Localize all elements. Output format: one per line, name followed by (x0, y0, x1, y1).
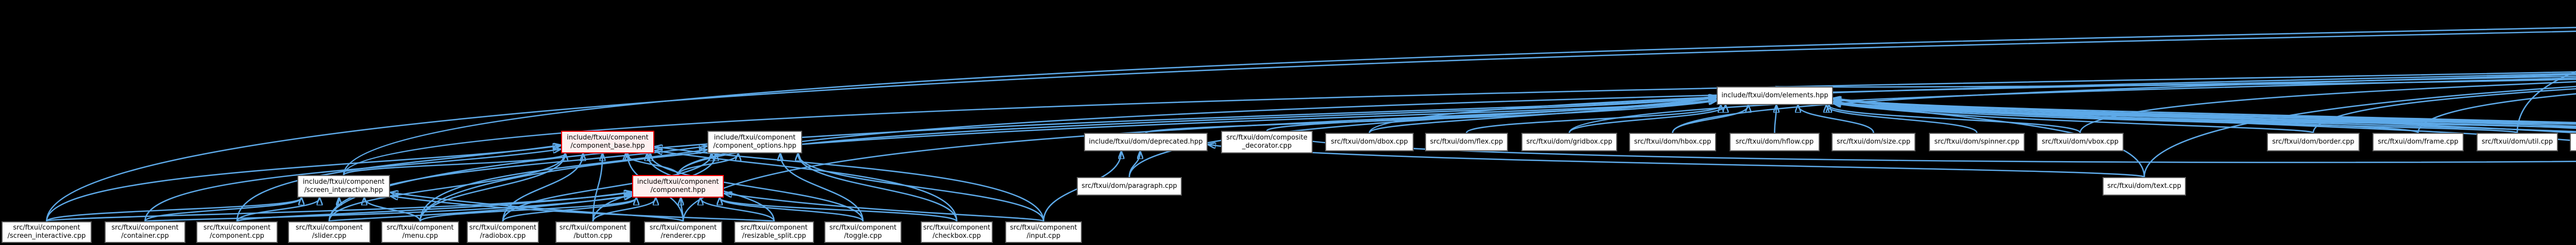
graph-node-radiobox-cpp[interactable]: src/ftxui/component /radiobox.cpp (467, 221, 539, 243)
graph-node-component-options-hpp[interactable]: include/ftxui/component /component_optio… (707, 131, 802, 153)
graph-node-flex-cpp[interactable]: src/ftxui/dom/flex.cpp (1425, 133, 1508, 151)
graph-edge-input-cpp-to-component-base-hpp (655, 147, 1044, 222)
graph-node-paragraph-cpp[interactable]: src/ftxui/dom/paragraph.cpp (1077, 177, 1182, 196)
graph-edge-slider-cpp-to-screen-interactive-hpp (328, 198, 339, 222)
graph-edge-comp-cpp-to-component-hpp (236, 192, 631, 222)
graph-edge-resizable-split-cpp-to-component-hpp (701, 198, 775, 222)
graph-node-renderer-cpp[interactable]: src/ftxui/component /renderer.cpp (644, 221, 722, 243)
graph-node-comp-cpp[interactable]: src/ftxui/component /component.cpp (196, 221, 278, 243)
graph-node-hbox-cpp[interactable]: src/ftxui/dom/hbox.cpp (1629, 133, 1716, 151)
graph-node-frame-cpp[interactable]: src/ftxui/dom/frame.cpp (2372, 133, 2464, 151)
graph-edge-spinner-cpp-to-elements-hpp (1826, 106, 1978, 133)
graph-edge-comp-cpp-to-component-base-hpp (236, 145, 560, 222)
graph-edge-checkbox-cpp-to-component-hpp (720, 198, 958, 222)
graph-edge-text-cpp-to-screen-hpp (2143, 85, 2576, 178)
graph-node-component-base-hpp[interactable]: include/ftxui/component /component_base.… (561, 131, 654, 153)
graph-edge-si-cpp-to-screen-interactive-hpp (46, 198, 302, 222)
graph-edge-button-cpp-to-component-base-hpp (592, 154, 602, 222)
graph-edge-slider-cpp-to-component-hpp (328, 196, 631, 222)
graph-edge-container-cpp-to-component-base-hpp (144, 149, 561, 222)
graph-node-container-cpp[interactable]: src/ftxui/component /container.cpp (105, 221, 185, 243)
graph-edge-input-cpp-to-component-options-hpp (798, 154, 1044, 222)
graph-edge-gridbox-cpp-to-screen-hpp (1568, 77, 2576, 133)
graph-node-size-cpp[interactable]: src/ftxui/dom/size.cpp (1832, 133, 1916, 151)
graph-edge-input-cpp-to-component-hpp (725, 194, 1044, 222)
graph-edge-screen-interactive-hpp-to-screen-hpp (343, 71, 2576, 176)
graph-node-gridbox-cpp[interactable]: src/ftxui/dom/gridbox.cpp (1521, 133, 1617, 151)
graph-node-dbox-cpp[interactable]: src/ftxui/dom/dbox.cpp (1325, 133, 1414, 151)
graph-edge-screen-interactive-hpp-to-component-base-hpp (343, 154, 565, 176)
graph-edge-toggle-cpp-to-component-hpp (720, 198, 864, 222)
graph-node-si-cpp[interactable]: src/ftxui/component /screen_interactive.… (2, 221, 92, 243)
graph-edge-paragraph-cpp-to-deprecated-hpp (1128, 152, 1140, 178)
graph-edge-radiobox-cpp-to-component-hpp (502, 198, 636, 222)
graph-edge-menu-cpp-to-elements-hpp (419, 100, 1716, 222)
graph-node-component-hpp[interactable]: include/ftxui/component /component.hpp (632, 175, 724, 198)
graph-edge-renderer-cpp-to-component-hpp (681, 198, 684, 222)
graph-edge-scroll-indicator-cpp-to-elements-hpp (1834, 102, 2576, 125)
graph-edge-component-hpp-to-component-options-hpp (677, 154, 738, 176)
graph-edge-slider-cpp-to-component-options-hpp (328, 146, 706, 222)
graph-edge-vbox-cpp-to-elements-hpp (1829, 106, 2081, 134)
graph-node-vbox-cpp[interactable]: src/ftxui/dom/vbox.cpp (2037, 133, 2124, 151)
graph-edge-toggle-cpp-to-component-options-hpp (781, 154, 864, 222)
graph-edge-comp-cpp-to-screen-interactive-hpp (236, 198, 319, 222)
graph-edge-slider-cpp-to-component-base-hpp (328, 154, 565, 222)
graph-edge-hbox-cpp-to-elements-hpp (1672, 106, 1749, 133)
graph-node-elements-hpp[interactable]: include/ftxui/dom/elements.hpp (1717, 86, 1833, 105)
graph-edge-underlined-cpp-to-elements-hpp (1834, 99, 2576, 124)
graph-edge-menu-cpp-to-screen-interactive-hpp (364, 198, 421, 222)
graph-node-checkbox-cpp[interactable]: src/ftxui/component /checkbox.cpp (921, 221, 993, 243)
graph-edge-gridbox-cpp-to-elements-hpp (1568, 106, 1725, 133)
graph-node-composite-decorator-cpp[interactable]: src/ftxui/dom/composite _decorator.cpp (1221, 131, 1313, 153)
graph-edge-hflow-cpp-to-elements-hpp (1775, 106, 1776, 133)
graph-edge-si-cpp-to-component-base-hpp (46, 146, 561, 222)
graph-node-screen-interactive-hpp[interactable]: include/ftxui/component /screen_interact… (297, 175, 390, 198)
graph-node-text-cpp[interactable]: src/ftxui/dom/text.cpp (2103, 177, 2186, 196)
graph-edge-checkbox-cpp-to-component-options-hpp (798, 154, 958, 222)
graph-edge-blink-cpp-to-elements-hpp (1834, 102, 2576, 142)
graph-node-resizable-split-cpp[interactable]: src/ftxui/component /resizable_split.cpp (734, 221, 814, 243)
graph-node-toggle-cpp[interactable]: src/ftxui/component /toggle.cpp (824, 221, 902, 243)
graph-edge-screen-interactive-hpp-to-terminal-hpp (343, 27, 2576, 176)
graph-edge-bold-cpp-to-elements-hpp (1834, 98, 2576, 134)
graph-edge-hbox-cpp-to-screen-hpp (1672, 74, 2576, 133)
graph-edge-renderer-cpp-to-elements-hpp (682, 100, 1716, 222)
graph-edge-inverted-cpp-to-elements-hpp (1834, 103, 2576, 129)
graph-edge-size-cpp-to-elements-hpp (1798, 106, 1874, 133)
graph-edge-button-cpp-to-component-hpp (592, 198, 656, 222)
graph-edge-elements-hpp-to-screen-hpp (1774, 78, 2576, 88)
graph-edge-container-cpp-to-screen-interactive-hpp (144, 198, 302, 222)
graph-node-border-cpp[interactable]: src/ftxui/dom/border.cpp (2267, 133, 2360, 151)
graph-edge-border-cpp-to-screen-hpp (2312, 88, 2576, 133)
graph-edge-frame-cpp-to-screen-hpp (2417, 93, 2576, 133)
graph-node-menu-cpp[interactable]: src/ftxui/component /menu.cpp (381, 221, 459, 243)
graph-node-input-cpp[interactable]: src/ftxui/component /input.cpp (1005, 221, 1082, 243)
graph-node-spinner-cpp[interactable]: src/ftxui/dom/spinner.cpp (1929, 133, 2025, 151)
graph-node-deprecated-hpp[interactable]: include/ftxui/dom/deprecated.hpp (1084, 133, 1208, 151)
graph-edge-flex-cpp-to-elements-hpp (1466, 106, 1721, 134)
graph-node-util-cpp[interactable]: src/ftxui/dom/util.cpp (2477, 133, 2558, 151)
graph-node-hflow-cpp[interactable]: src/ftxui/dom/hflow.cpp (1730, 133, 1820, 151)
graph-node-gauge-cpp[interactable]: src/ftxui/dom/gauge.cpp (2570, 133, 2576, 151)
graph-edge-toggle-cpp-to-component-base-hpp (650, 154, 864, 222)
graph-edge-renderer-cpp-to-screen-interactive-hpp (391, 192, 684, 222)
graph-node-button-cpp[interactable]: src/ftxui/component /button.cpp (555, 221, 631, 243)
graph-edge-si-cpp-to-terminal-hpp (46, 30, 2576, 222)
graph-edge-resizable-split-cpp-to-screen-interactive-hpp (391, 196, 775, 222)
graph-node-slider-cpp[interactable]: src/ftxui/component /slider.cpp (288, 221, 370, 243)
graph-edge-border-cpp-to-elements-hpp (1834, 103, 2314, 134)
graph-edge-menu-cpp-to-component-options-hpp (419, 150, 707, 222)
graph-edge-deprecated-hpp-to-elements-hpp (1145, 101, 1716, 134)
